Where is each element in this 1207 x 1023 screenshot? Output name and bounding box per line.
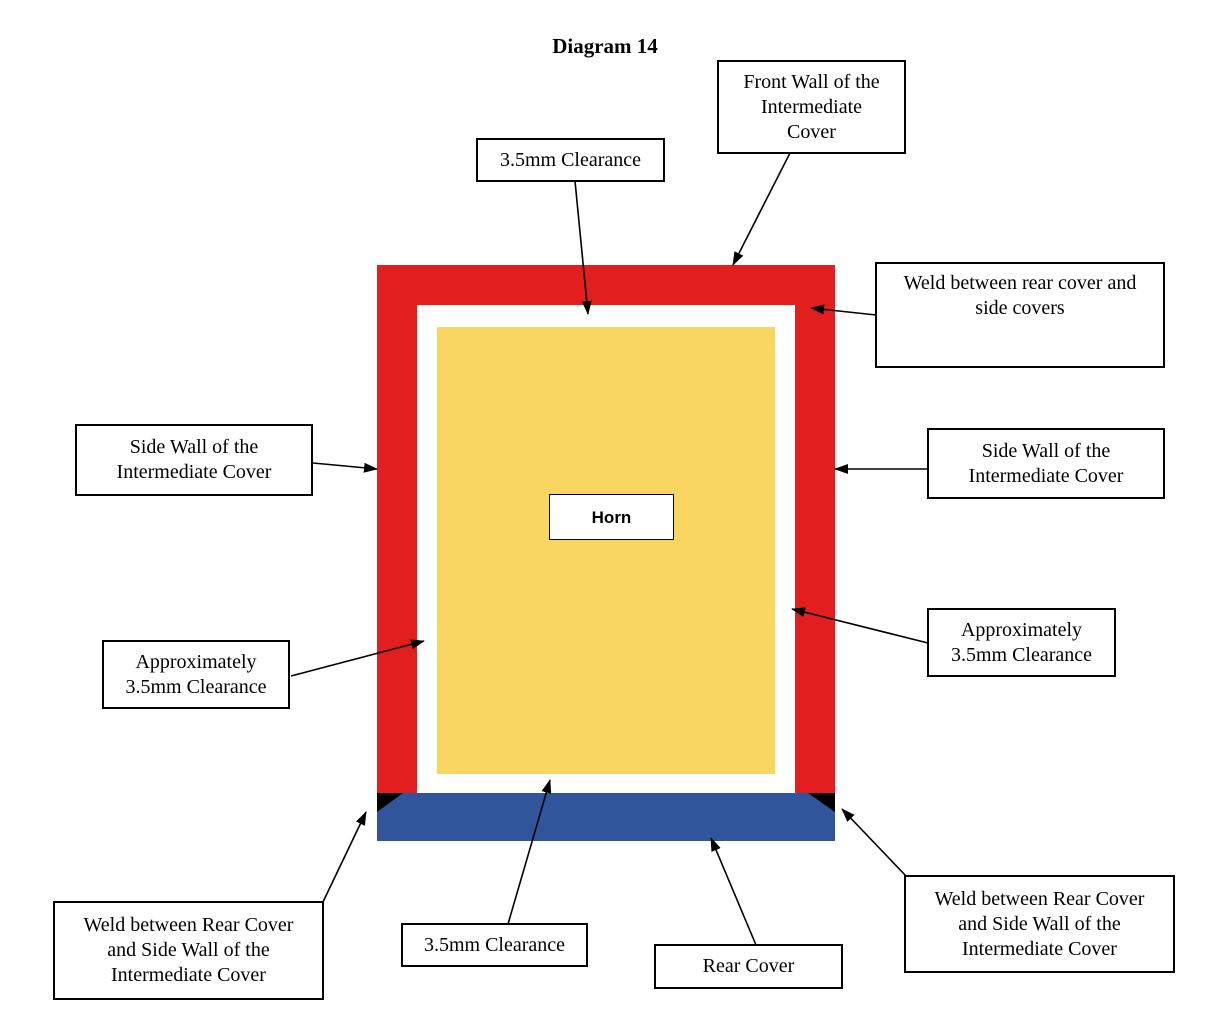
label-clearance-left: Approximately 3.5mm Clearance (102, 640, 290, 709)
label-rear-cover: Rear Cover (654, 944, 843, 989)
label-clearance-top: 3.5mm Clearance (476, 138, 665, 182)
weld-left (377, 793, 403, 812)
arrow-weld-rear-side (810, 304, 877, 316)
arrow-front-wall (732, 152, 791, 266)
arrow-clearance-bottom (507, 779, 552, 925)
arrow-clearance-top (574, 180, 592, 315)
label-weld-right: Weld between Rear Cover and Side Wall of… (904, 875, 1175, 973)
arrow-side-wall-left (312, 462, 378, 473)
arrow-clearance-right (791, 607, 929, 644)
weld-right (808, 793, 835, 812)
label-clearance-bottom: 3.5mm Clearance (401, 923, 588, 967)
label-side-wall-left: Side Wall of the Intermediate Cover (75, 424, 313, 496)
label-clearance-right: Approximately 3.5mm Clearance (927, 608, 1116, 677)
label-weld-left: Weld between Rear Cover and Side Wall of… (53, 901, 324, 1000)
label-side-wall-right: Side Wall of the Intermediate Cover (927, 428, 1165, 499)
horn-block (437, 327, 775, 774)
rear-cover (377, 793, 835, 841)
arrow-rear-cover (710, 837, 757, 946)
arrow-clearance-left (290, 639, 425, 677)
label-front-wall: Front Wall of the Intermediate Cover (717, 60, 906, 154)
arrow-weld-left (322, 811, 367, 903)
label-horn: Horn (549, 494, 674, 540)
diagram-title: Diagram 14 (552, 34, 658, 58)
arrow-weld-right (841, 808, 907, 877)
label-weld-rear-side-covers: Weld between rear cover and side covers (875, 262, 1165, 368)
